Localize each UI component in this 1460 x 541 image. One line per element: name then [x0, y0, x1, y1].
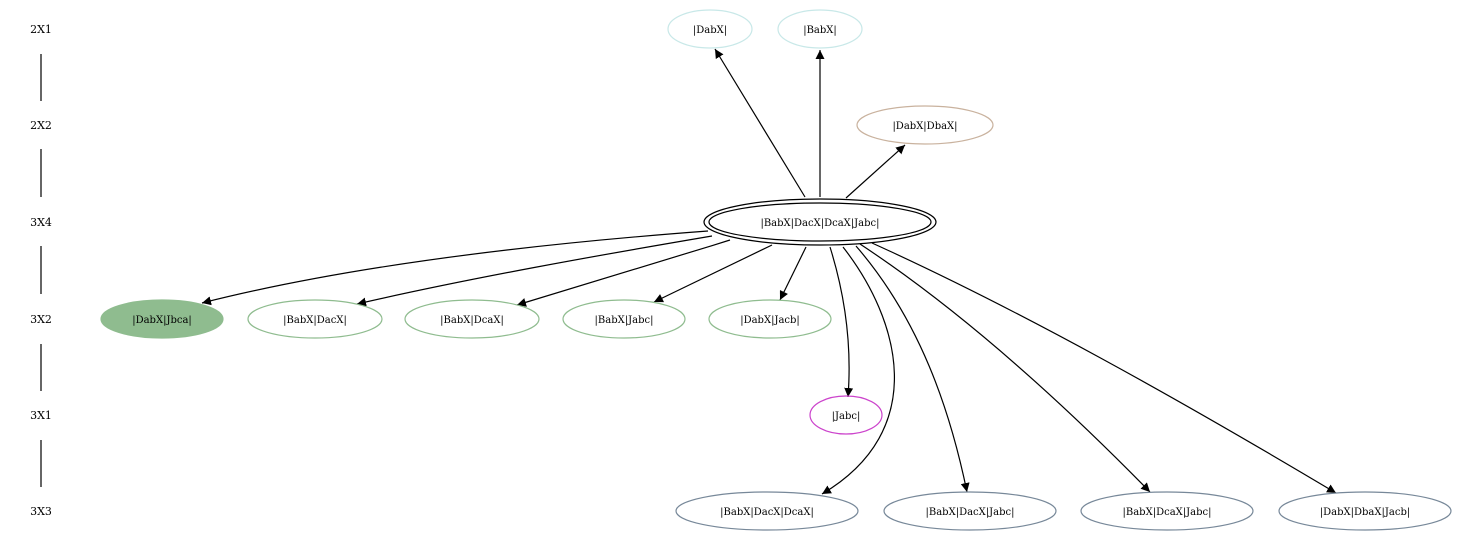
node-label: |BabX|	[803, 25, 837, 36]
node-label: |DabX|DbaX|	[892, 121, 957, 132]
rank-axis: 2X1 2X2 3X4 3X2 3X1 3X3	[30, 23, 52, 518]
rank-label-3x2: 3X2	[30, 313, 52, 326]
edge-root-to-dabx-dbax-jacb	[871, 242, 1337, 494]
node-label: |BabX|DacX|	[283, 315, 347, 326]
node-shape	[1278, 491, 1452, 531]
node-shape	[809, 395, 883, 435]
node-label: |DabX|DbaX|Jacb|	[1320, 507, 1410, 518]
node-label: |BabX|DacX|Jabc|	[926, 507, 1015, 518]
node-shape	[562, 299, 686, 339]
node-shape	[708, 299, 832, 339]
nodes: |DabX| |BabX| |DabX|DbaX| |BabX|DacX|Dca…	[100, 9, 1452, 531]
node-shape	[777, 9, 863, 49]
node-babx-dacx-jabc[interactable]: |BabX|DacX|Jabc|	[883, 491, 1057, 531]
edge-root-to-jabc	[829, 246, 854, 398]
node-babx-dacx[interactable]: |BabX|DacX|	[247, 299, 383, 339]
node-shape	[675, 491, 859, 531]
rank-label-3x3: 3X3	[30, 505, 52, 518]
node-babx-dcax-jabc[interactable]: |BabX|DcaX|Jabc|	[1080, 491, 1254, 531]
rank-label-2x1: 2X1	[30, 23, 52, 36]
node-babx-jabc[interactable]: |BabX|Jabc|	[562, 299, 686, 339]
node-dabx-jacb[interactable]: |DabX|Jacb|	[708, 299, 832, 339]
node-label: |BabX|DacX|DcaX|Jabc|	[760, 218, 879, 229]
node-dabx-dbax-jacb[interactable]: |DabX|DbaX|Jacb|	[1278, 491, 1452, 531]
node-label: |BabX|Jabc|	[595, 315, 654, 326]
node-shape	[856, 105, 994, 145]
edge-root-to-dabx-dbax	[845, 144, 906, 199]
node-label: |DabX|Jbca|	[132, 315, 192, 326]
node-dabx[interactable]: |DabX|	[667, 9, 753, 49]
edge-root-to-babx-dcax	[516, 239, 731, 307]
edge-root-to-babx-dacx-jabc	[855, 245, 970, 493]
node-shape	[247, 299, 383, 339]
node-label: |Jabc|	[832, 411, 861, 422]
node-shape	[404, 299, 540, 339]
node-root[interactable]: |BabX|DacX|DcaX|Jabc|	[703, 198, 937, 246]
node-label: |DabX|	[693, 25, 727, 36]
node-label: |BabX|DcaX|Jabc|	[1123, 507, 1212, 518]
edge-root-to-babx-jabc	[653, 244, 773, 303]
node-label: |DabX|Jacb|	[740, 315, 800, 326]
node-label: |BabX|DacX|DcaX|	[720, 507, 814, 518]
node-shape	[1080, 491, 1254, 531]
node-shape	[883, 491, 1057, 531]
edge-root-to-babx-dacx	[356, 235, 713, 307]
edge-root-to-dabx	[714, 48, 806, 198]
node-shape	[100, 299, 224, 339]
node-shape	[667, 9, 753, 49]
edge-root-to-babx-dcax-jabc	[859, 243, 1151, 493]
node-babx-dcax[interactable]: |BabX|DcaX|	[404, 299, 540, 339]
node-jabc[interactable]: |Jabc|	[809, 395, 883, 435]
edge-root-to-babx-dacx-dcax	[821, 246, 895, 495]
node-shape-outer	[703, 198, 937, 246]
node-label: |BabX|DcaX|	[440, 315, 504, 326]
node-babx-dacx-dcax[interactable]: |BabX|DacX|DcaX|	[675, 491, 859, 531]
edge-root-to-dabx-jbca	[201, 230, 709, 306]
rank-label-3x1: 3X1	[30, 409, 52, 422]
edge-root-to-dabx-jacb	[779, 246, 807, 301]
node-babx[interactable]: |BabX|	[777, 9, 863, 49]
rank-label-2x2: 2X2	[30, 119, 52, 132]
edges	[201, 48, 1337, 495]
node-dabx-jbca[interactable]: |DabX|Jbca|	[100, 299, 224, 339]
node-shape-inner	[708, 202, 932, 242]
rank-label-3x4: 3X4	[30, 216, 52, 229]
node-dabx-dbax[interactable]: |DabX|DbaX|	[856, 105, 994, 145]
